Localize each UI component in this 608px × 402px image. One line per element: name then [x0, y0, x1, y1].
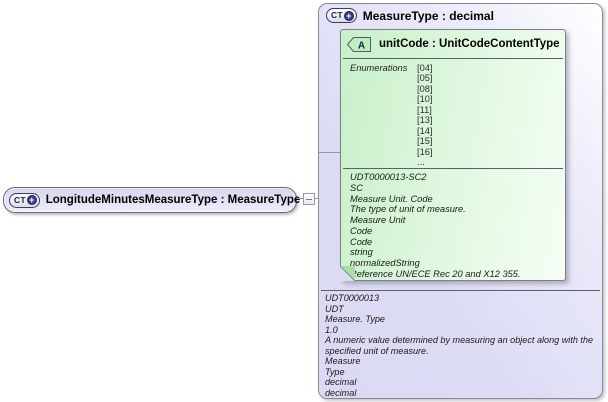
plus-badge-icon: + [343, 10, 354, 21]
measure-type-box[interactable]: CT + MeasureType : decimal A unitCode : … [318, 3, 603, 399]
annotation-line: 1.0 [325, 324, 338, 335]
enumerations-label: Enumerations [350, 63, 408, 73]
annotation-line: Code [350, 236, 373, 247]
annotation-line: SC [350, 182, 363, 193]
complex-type-icon-label: CT [331, 10, 343, 21]
enumerations-list: [04][05][08][10][11][13][14][15][16]... [417, 63, 433, 168]
annotation-line: Code [350, 225, 373, 236]
element-title: LongitudeMinutesMeasureType : MeasureTyp… [45, 194, 301, 206]
collapse-toggle[interactable] [303, 193, 315, 205]
annotation-line: Measure [325, 356, 361, 366]
enumeration-value: [10] [417, 94, 433, 105]
annotation-line: The type of unit of measure. [350, 204, 466, 215]
folded-corner-icon [340, 266, 355, 281]
annotation-line: string [350, 247, 373, 258]
measure-type-title: MeasureType : decimal [362, 8, 494, 23]
enumeration-value: [13] [417, 115, 433, 126]
annotation-line: decimal [325, 387, 357, 398]
unit-code-attribute-box[interactable]: A unitCode : UnitCodeContentType Enumera… [340, 29, 566, 281]
enumeration-value: [14] [417, 125, 433, 136]
separator [343, 58, 563, 59]
annotation-line: Measure Unit [350, 215, 406, 225]
plus-badge-icon: + [26, 195, 37, 205]
complex-type-icon: CT + [9, 192, 40, 208]
annotation-line: Measure. Type [325, 314, 385, 324]
enumeration-value: ... [417, 157, 425, 168]
measure-type-header[interactable]: CT + MeasureType : decimal [326, 8, 494, 23]
enumerations-section: Enumerations [04][05][08][10][11][13][14… [341, 59, 565, 168]
enumeration-value: [15] [417, 136, 433, 147]
annotation-line: A numeric value determined by measuring … [325, 335, 594, 356]
annotation-line: normalizedString [350, 258, 420, 268]
separator [343, 168, 563, 169]
annotation-line: Measure Unit. Code [350, 193, 433, 204]
attribute-connector-line [319, 152, 341, 153]
attribute-icon: A [346, 36, 371, 52]
enumeration-value: [05] [417, 73, 433, 84]
enumeration-value: [11] [417, 104, 432, 115]
attribute-icon-label: A [358, 40, 365, 51]
attribute-header[interactable]: A unitCode : UnitCodeContentType [341, 30, 565, 58]
annotation-line: UDT [325, 303, 344, 314]
enumeration-value: [16] [417, 146, 433, 157]
separator [321, 290, 600, 291]
annotation-line: Reference UN/ECE Rec 20 and X12 355. [350, 268, 521, 279]
minus-icon [306, 199, 312, 200]
enumeration-value: [08] [417, 83, 433, 94]
attribute-title: unitCode : UnitCodeContentType [379, 38, 560, 50]
annotation-line: UDT0000013 [325, 293, 380, 303]
complex-type-icon-label: CT [14, 194, 26, 205]
complex-type-icon: CT + [326, 8, 357, 23]
enumeration-value: [04] [417, 63, 433, 73]
annotation-line: UDT0000013-SC2 [350, 172, 427, 182]
element-longitude-minutes-measure-type[interactable]: CT + LongitudeMinutesMeasureType : Measu… [3, 187, 300, 213]
annotation-line: Type [325, 366, 345, 377]
annotation-line: decimal [325, 377, 357, 387]
